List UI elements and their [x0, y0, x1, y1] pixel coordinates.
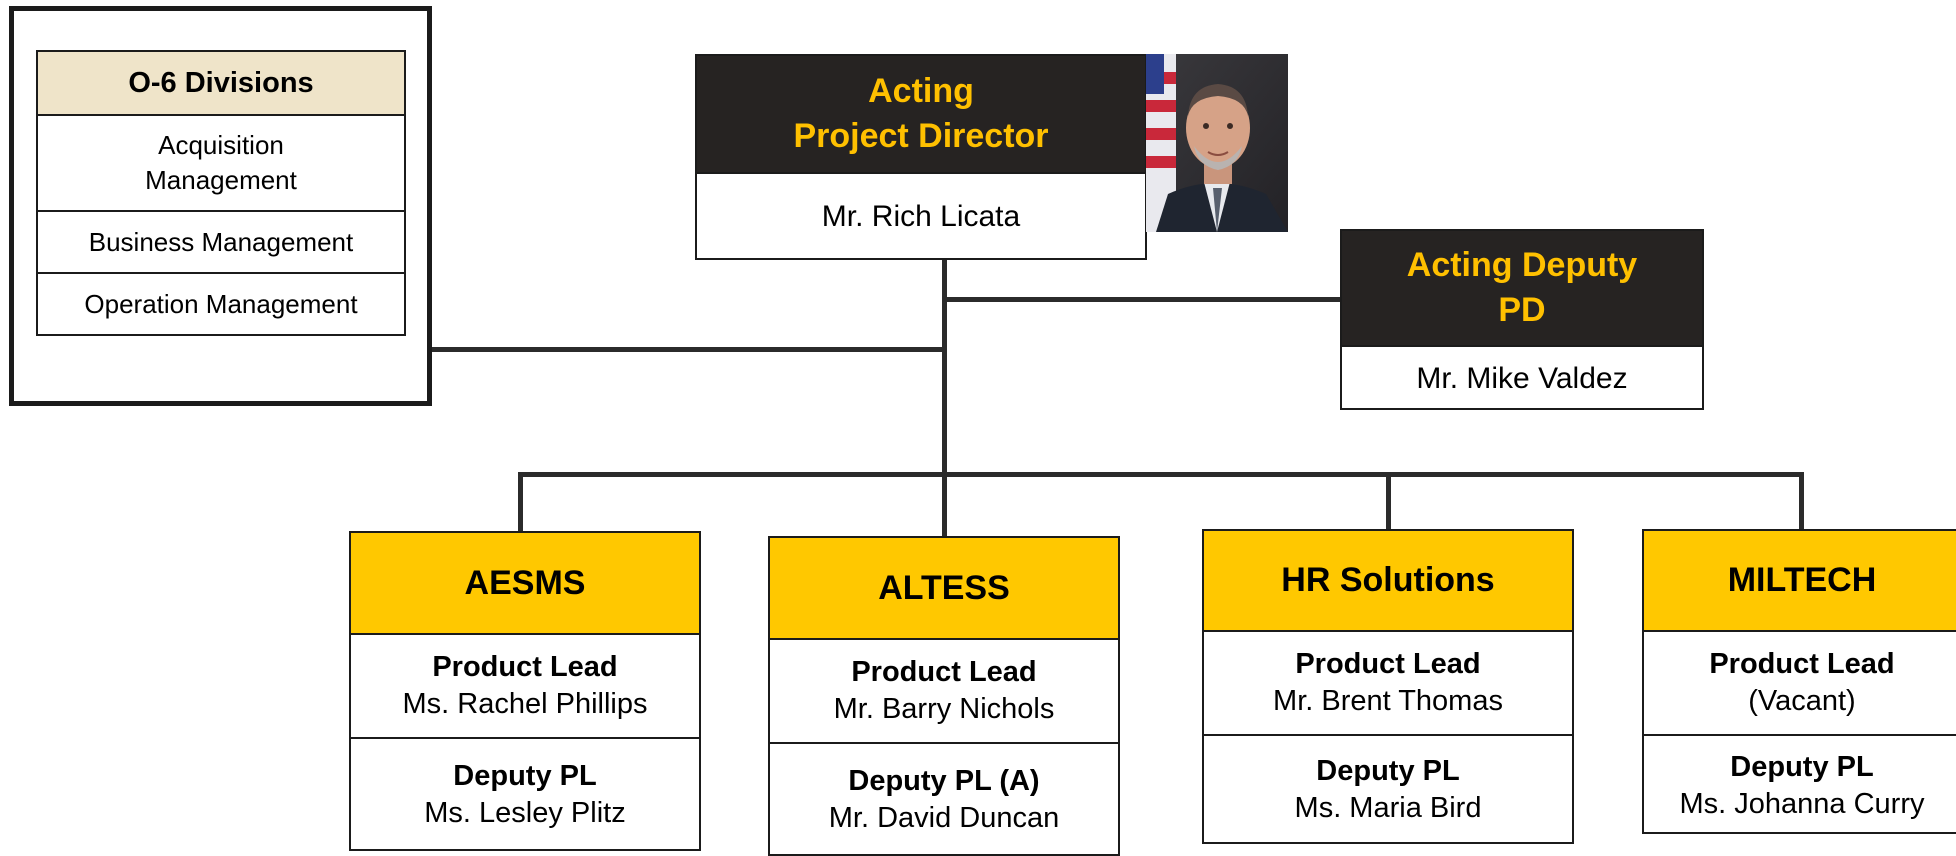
director-title: Acting Project Director — [697, 56, 1145, 172]
connector-director-down — [942, 258, 947, 537]
deputy-pl-role: Deputy PL (A) — [848, 765, 1040, 797]
deputy-pl-cell: Deputy PL Ms. Johanna Curry — [1644, 736, 1956, 836]
connector-miltech — [1799, 472, 1804, 530]
director-box: Acting Project Director Mr. Rich Licata — [695, 54, 1147, 260]
connector-to-divisions — [432, 347, 947, 352]
product-lead-cell: Product Lead Mr. Brent Thomas — [1204, 632, 1572, 736]
deputy-box: Acting Deputy PD Mr. Mike Valdez — [1340, 229, 1704, 410]
product-lead-name: Ms. Rachel Phillips — [402, 688, 648, 720]
deputy-pl-cell: Deputy PL Ms. Maria Bird — [1204, 736, 1572, 844]
product-lead-cell: Product Lead (Vacant) — [1644, 632, 1956, 736]
division-operation: Operation Management — [84, 288, 358, 319]
product-lead-name: (Vacant) — [1748, 685, 1856, 717]
deputy-pl-role: Deputy PL — [1316, 755, 1460, 787]
director-photo — [1146, 54, 1288, 232]
connector-aesms — [518, 472, 523, 534]
product-title: AESMS — [351, 533, 699, 635]
deputy-pl-name: Ms. Maria Bird — [1294, 792, 1482, 824]
deputy-pl-cell: Deputy PL Ms. Lesley Plitz — [351, 739, 699, 851]
division-business: Business Management — [38, 212, 404, 274]
deputy-title: Acting Deputy PD — [1342, 231, 1702, 345]
deputy-pl-role: Deputy PL — [453, 760, 597, 792]
deputy-pl-name: Ms. Johanna Curry — [1679, 788, 1925, 820]
deputy-name: Mr. Mike Valdez — [1342, 345, 1702, 410]
product-lead-cell: Product Lead Ms. Rachel Phillips — [351, 635, 699, 739]
product-lead-role: Product Lead — [432, 651, 618, 683]
product-box-miltech: MILTECH Product Lead (Vacant) Deputy PL … — [1642, 529, 1956, 834]
product-lead-role: Product Lead — [1709, 648, 1895, 680]
deputy-pl-name: Mr. David Duncan — [828, 802, 1060, 834]
connector-to-deputy — [942, 297, 1340, 302]
product-box-altess: ALTESS Product Lead Mr. Barry Nichols De… — [768, 536, 1120, 856]
division-acquisition: Acquisition Management — [38, 116, 404, 212]
deputy-pl-role: Deputy PL — [1730, 751, 1874, 783]
product-lead-role: Product Lead — [851, 656, 1037, 688]
divisions-header: O-6 Divisions — [38, 52, 404, 116]
product-title: ALTESS — [770, 538, 1118, 640]
product-lead-name: Mr. Barry Nichols — [833, 693, 1055, 725]
deputy-pl-cell: Deputy PL (A) Mr. David Duncan — [770, 744, 1118, 856]
product-title: HR Solutions — [1204, 531, 1572, 632]
product-lead-name: Mr. Brent Thomas — [1273, 685, 1503, 717]
product-title: MILTECH — [1644, 531, 1956, 632]
director-name: Mr. Rich Licata — [697, 172, 1145, 260]
product-box-aesms: AESMS Product Lead Ms. Rachel Phillips D… — [349, 531, 701, 851]
connector-products-bus — [520, 472, 1804, 477]
product-lead-role: Product Lead — [1295, 648, 1481, 680]
product-lead-cell: Product Lead Mr. Barry Nichols — [770, 640, 1118, 744]
divisions-table: O-6 Divisions Acquisition Management Bus… — [36, 50, 406, 336]
deputy-pl-name: Ms. Lesley Plitz — [424, 797, 626, 829]
product-box-hr-solutions: HR Solutions Product Lead Mr. Brent Thom… — [1202, 529, 1574, 844]
divisions-panel — [9, 6, 432, 406]
connector-hr-solutions — [1386, 472, 1391, 530]
